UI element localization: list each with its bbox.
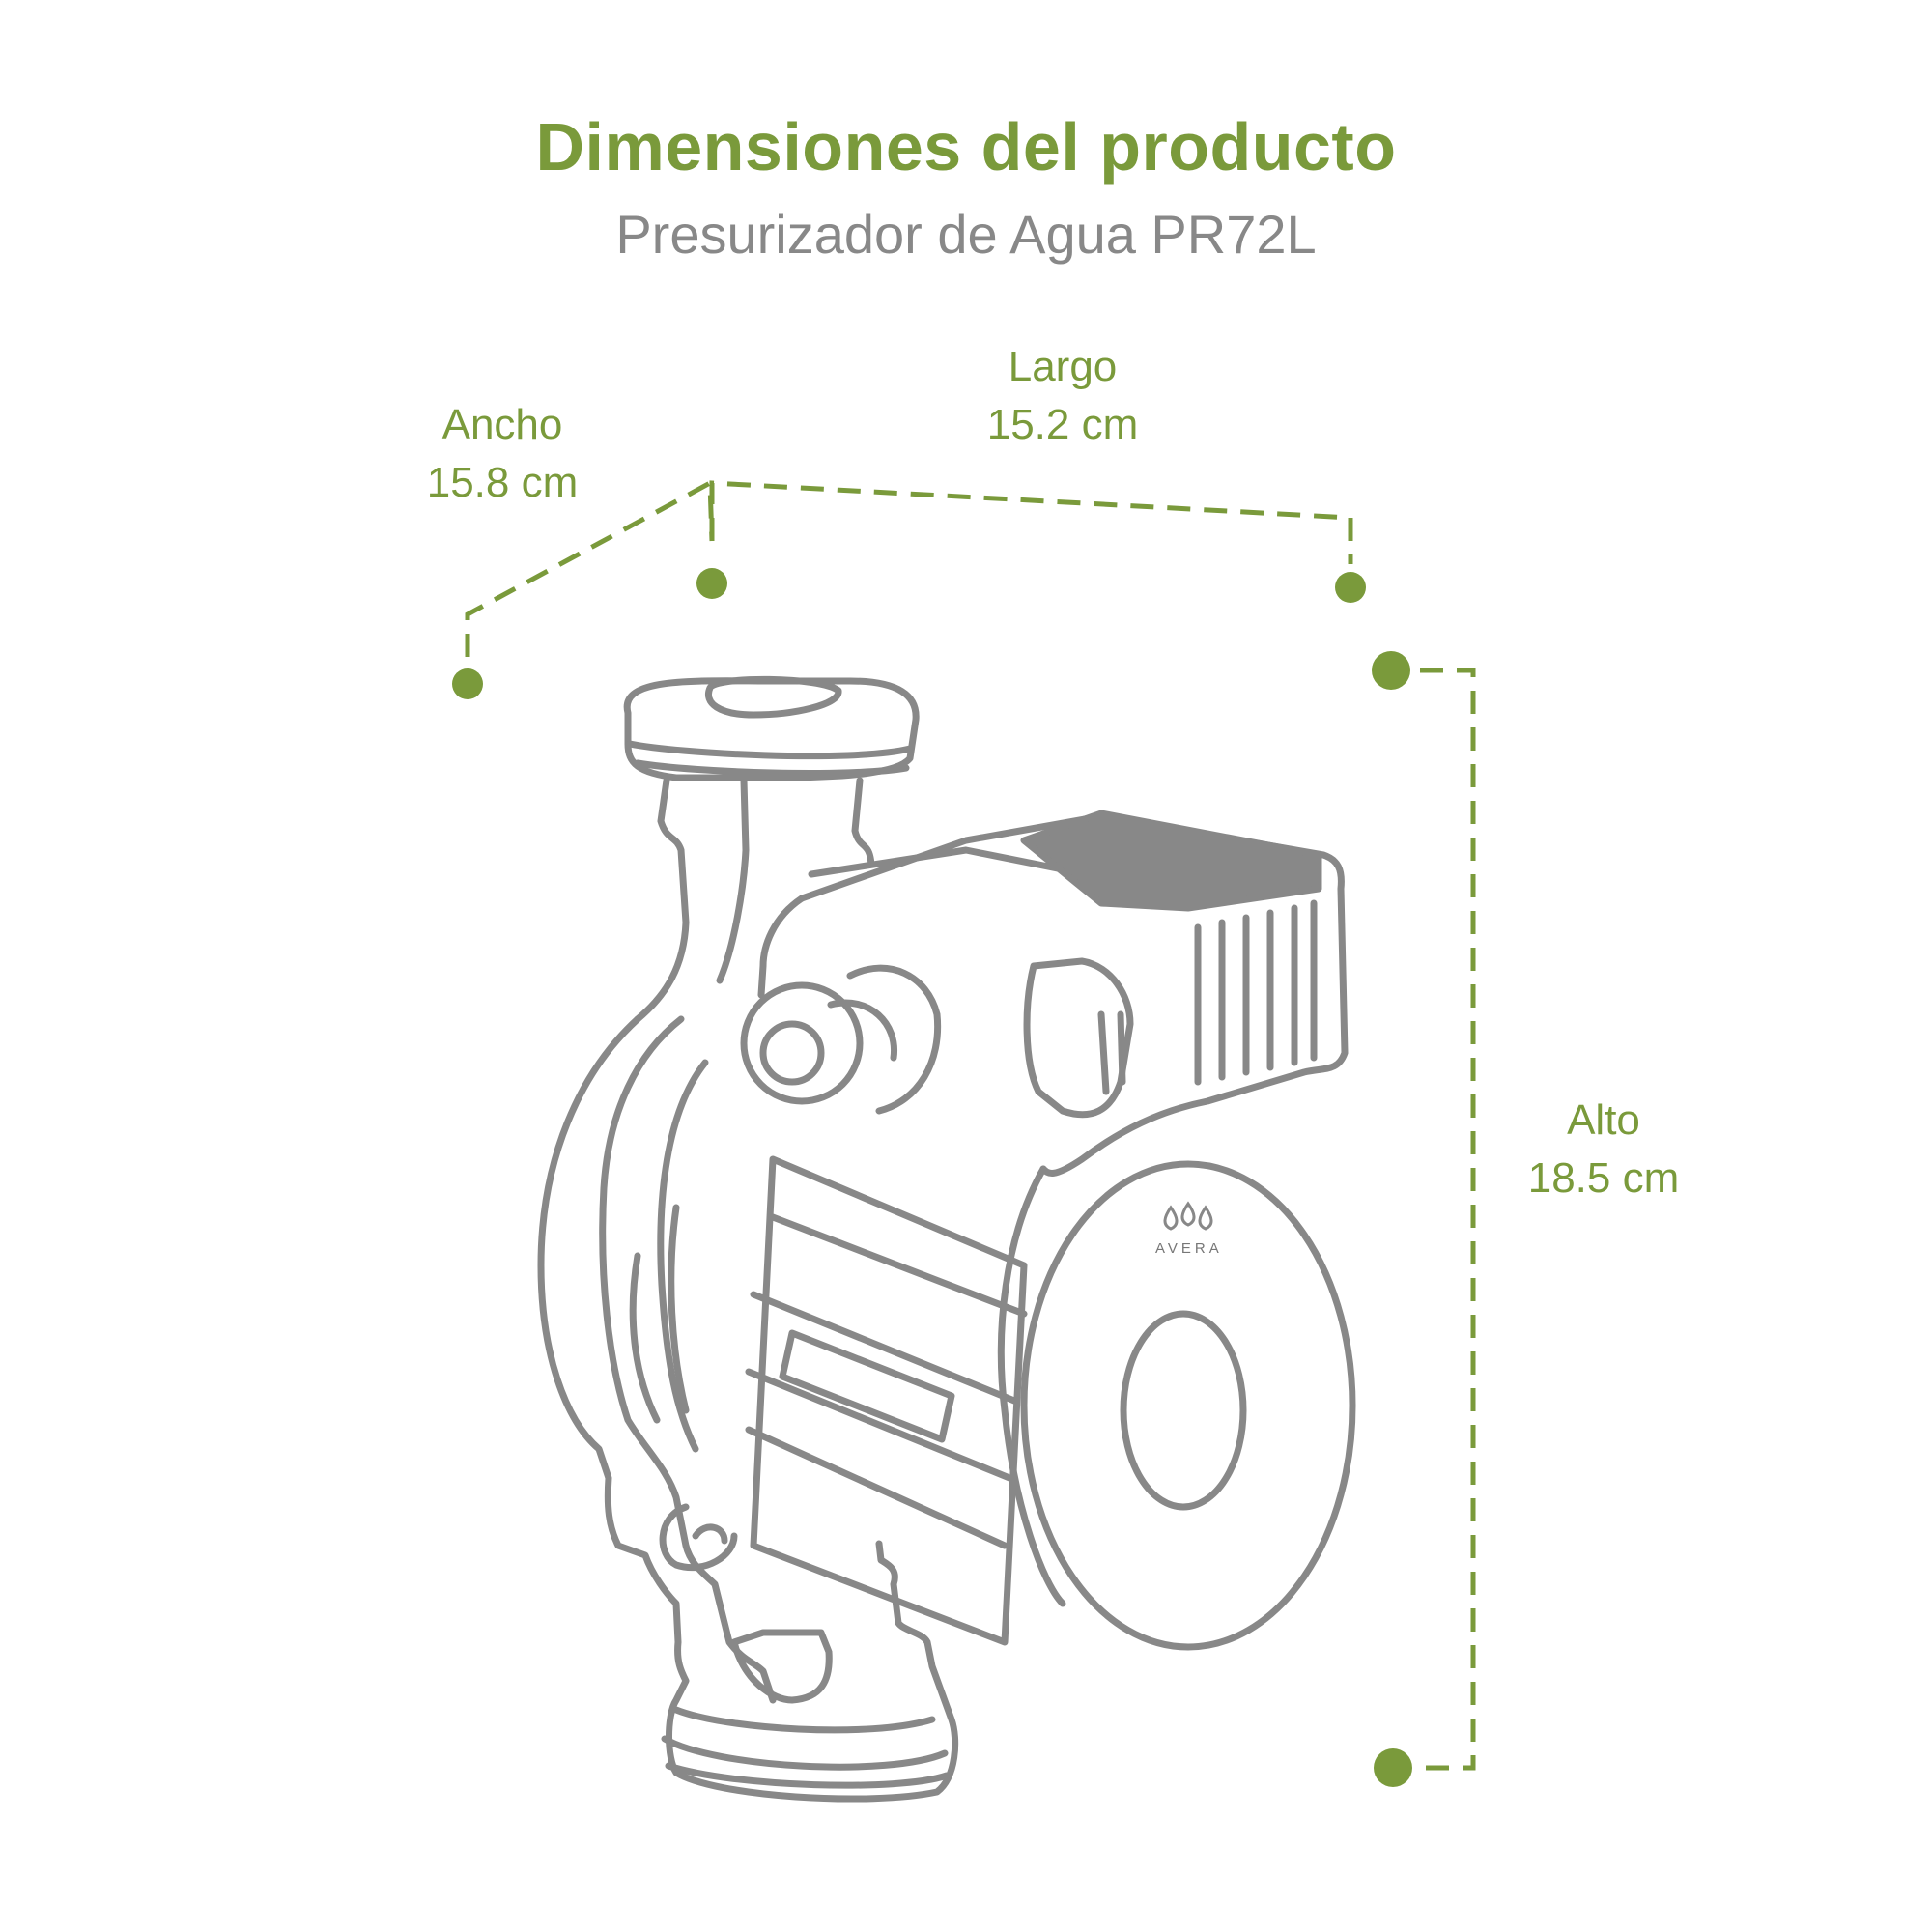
ancho-label: Ancho	[441, 401, 563, 448]
largo-value: 15.2 cm	[986, 401, 1139, 448]
largo-dimension-line	[709, 480, 1353, 564]
pump-housing	[537, 1015, 959, 1803]
ancho-dimension-label: Ancho 15.8 cm	[396, 396, 609, 512]
largo-dimension-label: Largo 15.2 cm	[956, 338, 1169, 454]
brand-logo-text: AVERA	[1155, 1240, 1223, 1257]
alto-value: 18.5 cm	[1527, 1154, 1680, 1202]
pump-illustration	[537, 675, 1356, 1803]
ancho-dimension-line	[465, 478, 715, 657]
brand-logo	[1163, 1201, 1213, 1231]
heat-sink-top	[1020, 810, 1322, 912]
page-subtitle: Presurizador de Agua PR72L	[615, 204, 1317, 265]
front-end-cap	[1020, 1160, 1356, 1651]
logo-drop-2	[1180, 1201, 1196, 1227]
bottom-flange	[661, 1629, 951, 1789]
dimension-lines	[465, 478, 1476, 1771]
heat-sink-fins	[1194, 899, 1318, 1086]
alto-bottom-dot	[1374, 1748, 1412, 1787]
top-flange	[623, 675, 920, 781]
junction-box	[1023, 957, 1134, 1119]
page-title: Dimensiones del producto	[535, 109, 1397, 185]
end-cap-center	[1120, 1310, 1247, 1511]
alto-label: Alto	[1567, 1096, 1640, 1144]
motor-block	[798, 812, 1349, 1177]
largo-end-dot	[1335, 572, 1366, 603]
top-pipe	[634, 777, 690, 1023]
dimension-markers	[452, 568, 1412, 1787]
side-fitting-inner	[759, 1020, 825, 1086]
logo-drop-3	[1198, 1205, 1213, 1231]
nameplate-slot	[779, 1329, 955, 1443]
stator-body	[750, 1155, 1028, 1646]
ancho-value: 15.8 cm	[426, 459, 579, 506]
side-fitting-outer	[740, 981, 864, 1105]
logo-drop-1	[1163, 1205, 1179, 1231]
ancho-end-dot	[696, 568, 727, 599]
alto-dimension-label: Alto 18.5 cm	[1497, 1092, 1710, 1208]
alto-top-dot	[1372, 651, 1410, 690]
alto-dimension-line	[1416, 668, 1476, 1771]
ancho-start-dot	[452, 668, 483, 699]
largo-label: Largo	[1008, 343, 1118, 390]
